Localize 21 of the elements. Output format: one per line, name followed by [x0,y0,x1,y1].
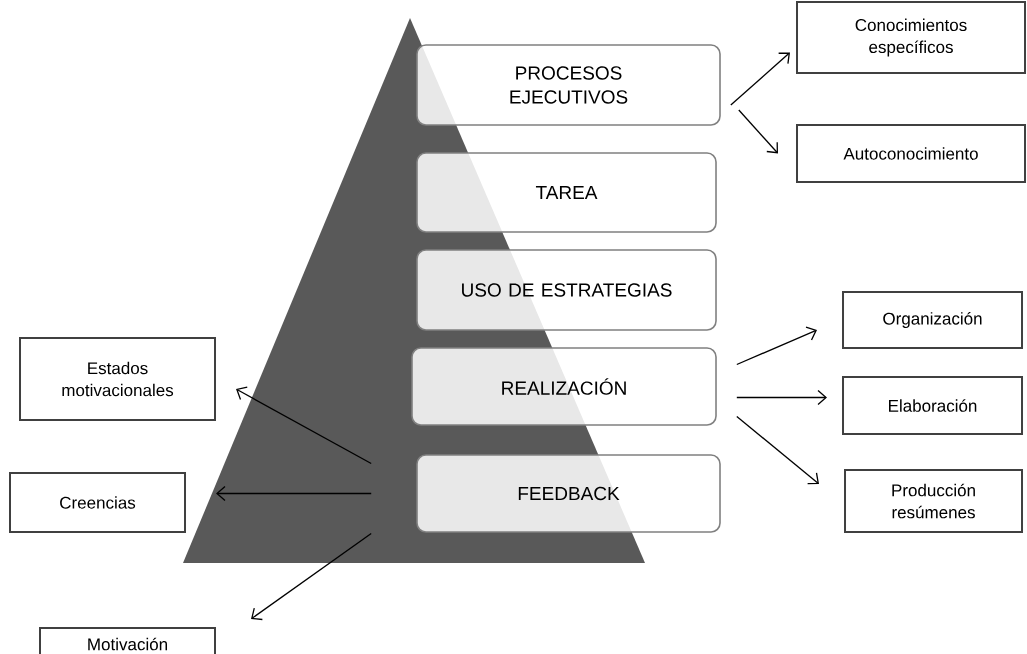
level-box: PROCESOS EJECUTIVOS [416,44,721,126]
level-box: TAREA [416,152,717,233]
concept-box: Autoconocimiento [796,124,1026,183]
arrow [736,415,819,485]
concept-box: Producción resúmenes [844,469,1023,533]
arrow [738,109,778,154]
arrow [736,326,817,366]
level-box: USO DE ESTRATEGIAS [416,249,717,331]
concept-box: Organización [842,291,1023,349]
concept-box: Conocimientos específicos [796,1,1026,74]
concept-box: Elaboración [842,376,1023,435]
level-box: REALIZACIÓN [411,347,717,426]
arrow [730,52,790,106]
arrow [216,485,372,502]
level-box: FEEDBACK [416,454,721,533]
arrow [736,389,827,406]
concept-box: Estados motivacionales [19,337,216,421]
concept-box: Creencias [9,472,186,533]
concept-box: Motivación [39,627,216,654]
arrow [251,532,372,621]
arrow [236,386,372,465]
